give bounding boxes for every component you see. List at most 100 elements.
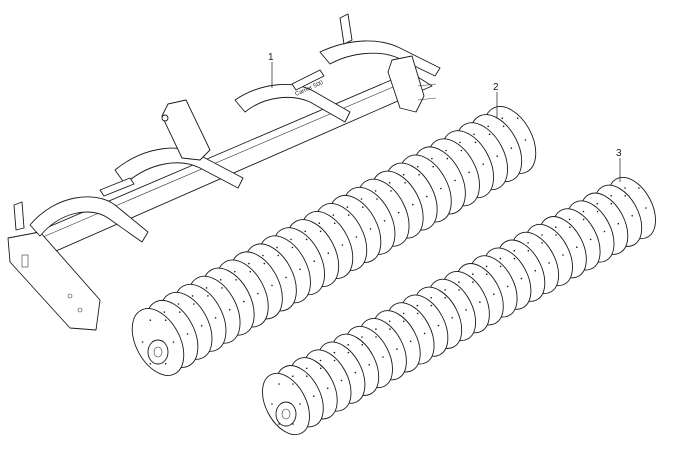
roller-front-spike — [361, 336, 363, 338]
roller-front-spike — [506, 285, 509, 288]
roller-front-spike — [402, 320, 405, 323]
roller-rear-spike — [468, 171, 470, 174]
roller-front-spike — [333, 351, 336, 354]
roller-front-spike — [333, 359, 336, 362]
roller-rear-spike — [319, 230, 322, 233]
roller-rear-spike — [502, 125, 505, 128]
roller-front-spike — [437, 324, 440, 327]
roller-front-spike — [576, 246, 578, 248]
roller-rear-spike — [177, 303, 180, 305]
roller-front-spike — [354, 371, 357, 374]
roller-rear-spike — [221, 287, 223, 289]
roller-front-spike — [409, 340, 412, 343]
roller-rear-spike — [299, 268, 301, 271]
roller-front-spike — [368, 364, 371, 366]
roller-rear-spike — [327, 252, 330, 254]
roller-front-spike — [472, 273, 474, 276]
roller-rear-spike — [402, 173, 405, 176]
roller-rear-spike — [454, 179, 456, 182]
roller-front-spike — [624, 195, 626, 197]
roller-front-spike — [319, 367, 322, 370]
roller-rear-spike — [488, 133, 491, 136]
roller-front-spike — [326, 387, 329, 390]
roller-rear-spike — [276, 246, 278, 249]
roller-rear-spike — [510, 147, 513, 149]
roller-front-spike — [451, 317, 454, 319]
roller-rear-spike — [164, 319, 167, 322]
roller-rear-spike — [193, 303, 195, 305]
roller-rear-spike — [496, 155, 499, 157]
roller-front-spike — [402, 312, 405, 315]
roller-rear-spike — [164, 363, 167, 365]
roller-rear-spike — [333, 222, 336, 224]
hub-rear — [147, 339, 169, 365]
roller-front-spike — [472, 281, 474, 283]
roller-front-spike — [610, 195, 612, 197]
roller-front-spike — [271, 403, 273, 405]
roller-rear-spike — [207, 295, 209, 297]
roller-rear-spike — [249, 270, 251, 273]
roller-front-spike — [423, 332, 426, 335]
roller-rear-spike — [262, 254, 264, 257]
callout-label-roller-front: 3 — [616, 148, 622, 159]
roller-front-spike — [292, 375, 294, 378]
roller-rear-spike — [179, 311, 181, 313]
roller-rear-spike — [285, 276, 287, 279]
roller-rear-spike — [219, 279, 222, 281]
roller-rear-spike — [200, 325, 203, 327]
arm-mid-right — [234, 83, 351, 123]
roller-rear-spike — [374, 190, 377, 192]
roller-rear-spike — [243, 300, 245, 303]
roller-front-spike — [582, 218, 585, 221]
roller-front-spike — [396, 348, 398, 350]
hub-front — [275, 401, 297, 427]
roller-front-spike — [548, 262, 550, 264]
roller-rear-spike — [149, 363, 152, 365]
roller-rear-spike — [417, 165, 419, 168]
roller-rear-spike — [149, 319, 152, 322]
roller-front-spike — [534, 269, 537, 272]
roller-front-spike — [527, 242, 529, 244]
roller-rear-spike — [376, 198, 378, 200]
roller-rear-spike — [186, 333, 189, 335]
roller-front-spike — [306, 375, 308, 378]
roller-front-spike — [485, 265, 488, 268]
roller-front-spike — [292, 383, 294, 385]
callout-label-roller-rear: 2 — [493, 82, 499, 93]
roller-front-spike — [493, 293, 495, 296]
roller-rear-spike — [228, 308, 231, 311]
roller-front-spike — [513, 257, 516, 260]
roller-rear-spike — [524, 139, 527, 141]
roller-front-spike — [479, 301, 481, 303]
roller-front-spike — [388, 320, 391, 323]
roller-rear-spike — [332, 214, 335, 216]
roller-front-spike — [361, 344, 364, 346]
roller-front-spike — [499, 265, 502, 268]
roller-rear-spike — [277, 254, 280, 257]
roller-front-spike — [603, 230, 606, 233]
roller-rear-spike — [163, 311, 166, 313]
roller-front-spike — [347, 344, 350, 346]
roller-front-spike — [645, 207, 647, 209]
roller-rear-spike — [205, 287, 208, 289]
roller-front-spike — [382, 356, 384, 358]
roller-front-spike — [610, 202, 613, 205]
roller-rear-spike — [347, 214, 350, 216]
roller-front-spike — [430, 297, 433, 299]
roller-rear-spike — [390, 190, 392, 192]
roller-front-spike — [631, 215, 633, 217]
roller-rear-spike — [369, 228, 372, 230]
roller-front-spike — [416, 304, 419, 307]
roller-rear-spike — [234, 270, 236, 273]
roller-front-spike — [582, 210, 585, 213]
roller-rear-spike — [404, 182, 406, 184]
roller-rear-spike — [432, 165, 435, 168]
arm-mid-left — [114, 147, 244, 189]
callout-frame: 1 — [268, 52, 274, 88]
roller-front-spike — [430, 304, 433, 307]
roller-rear-spike — [412, 203, 414, 206]
roller-front-spike — [617, 222, 620, 225]
roller-front-spike — [299, 403, 301, 405]
roller-front-spike — [313, 395, 315, 398]
